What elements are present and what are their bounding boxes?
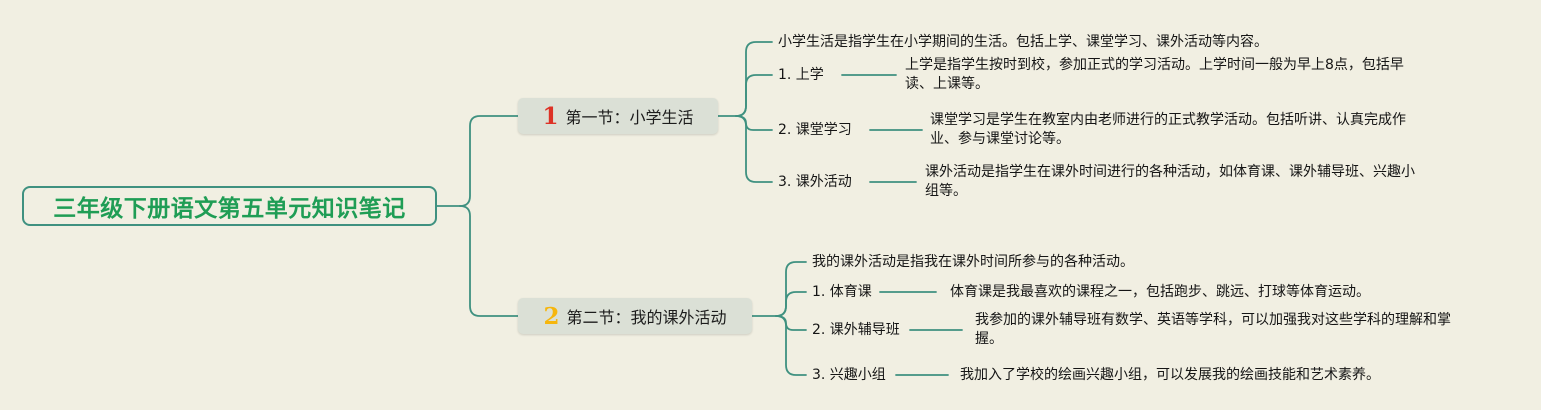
branch1-item1-label: 1. 上学 <box>778 67 824 83</box>
branch1-item3-desc: 课外活动是指学生在课外时间进行的各种活动，如体育课、课外辅导班、兴趣小组等。 <box>925 164 1415 199</box>
branch1-item1-desc: 上学是指学生按时到校，参加正式的学习活动。上学时间一般为早上8点，包括早读、上课… <box>905 57 1404 92</box>
branch1-summary: 小学生活是指学生在小学期间的生活。包括上学、课堂学习、课外活动等内容。 <box>778 34 1268 50</box>
branch1-item2-label: 2. 课堂学习 <box>778 122 852 138</box>
root-node[interactable]: 三年级下册语文第五单元知识笔记 <box>22 186 437 226</box>
branch2-item2-label: 2. 课外辅导班 <box>812 322 900 338</box>
section-node-1[interactable]: 1 第一节：小学生活 <box>518 98 718 134</box>
branch2-summary: 我的课外活动是指我在课外时间所参与的各种活动。 <box>812 254 1134 270</box>
branch2-item2-desc: 我参加的课外辅导班有数学、英语等学科，可以加强我对这些学科的理解和掌握。 <box>975 312 1451 347</box>
branch1-item2-desc: 课堂学习是学生在教室内由老师进行的正式教学活动。包括听讲、认真完成作业、参与课堂… <box>930 112 1406 147</box>
branch2-item3-label: 3. 兴趣小组 <box>812 367 886 383</box>
branch1-item3-label: 3. 课外活动 <box>778 174 852 190</box>
section-2-title: 第二节：我的课外活动 <box>566 308 727 327</box>
section-1-title: 第一节：小学生活 <box>565 108 694 127</box>
branch2-item1-label: 1. 体育课 <box>812 284 872 300</box>
section-1-number: 1 <box>542 102 559 130</box>
branch2-item3-desc: 我加入了学校的绘画兴趣小组，可以发展我的绘画技能和艺术素养。 <box>960 367 1380 383</box>
root-title: 三年级下册语文第五单元知识笔记 <box>53 196 406 222</box>
section-2-number: 2 <box>543 302 560 330</box>
section-node-2[interactable]: 2 第二节：我的课外活动 <box>518 298 752 334</box>
branch2-item1-desc: 体育课是我最喜欢的课程之一，包括跑步、跳远、打球等体育运动。 <box>950 284 1370 300</box>
